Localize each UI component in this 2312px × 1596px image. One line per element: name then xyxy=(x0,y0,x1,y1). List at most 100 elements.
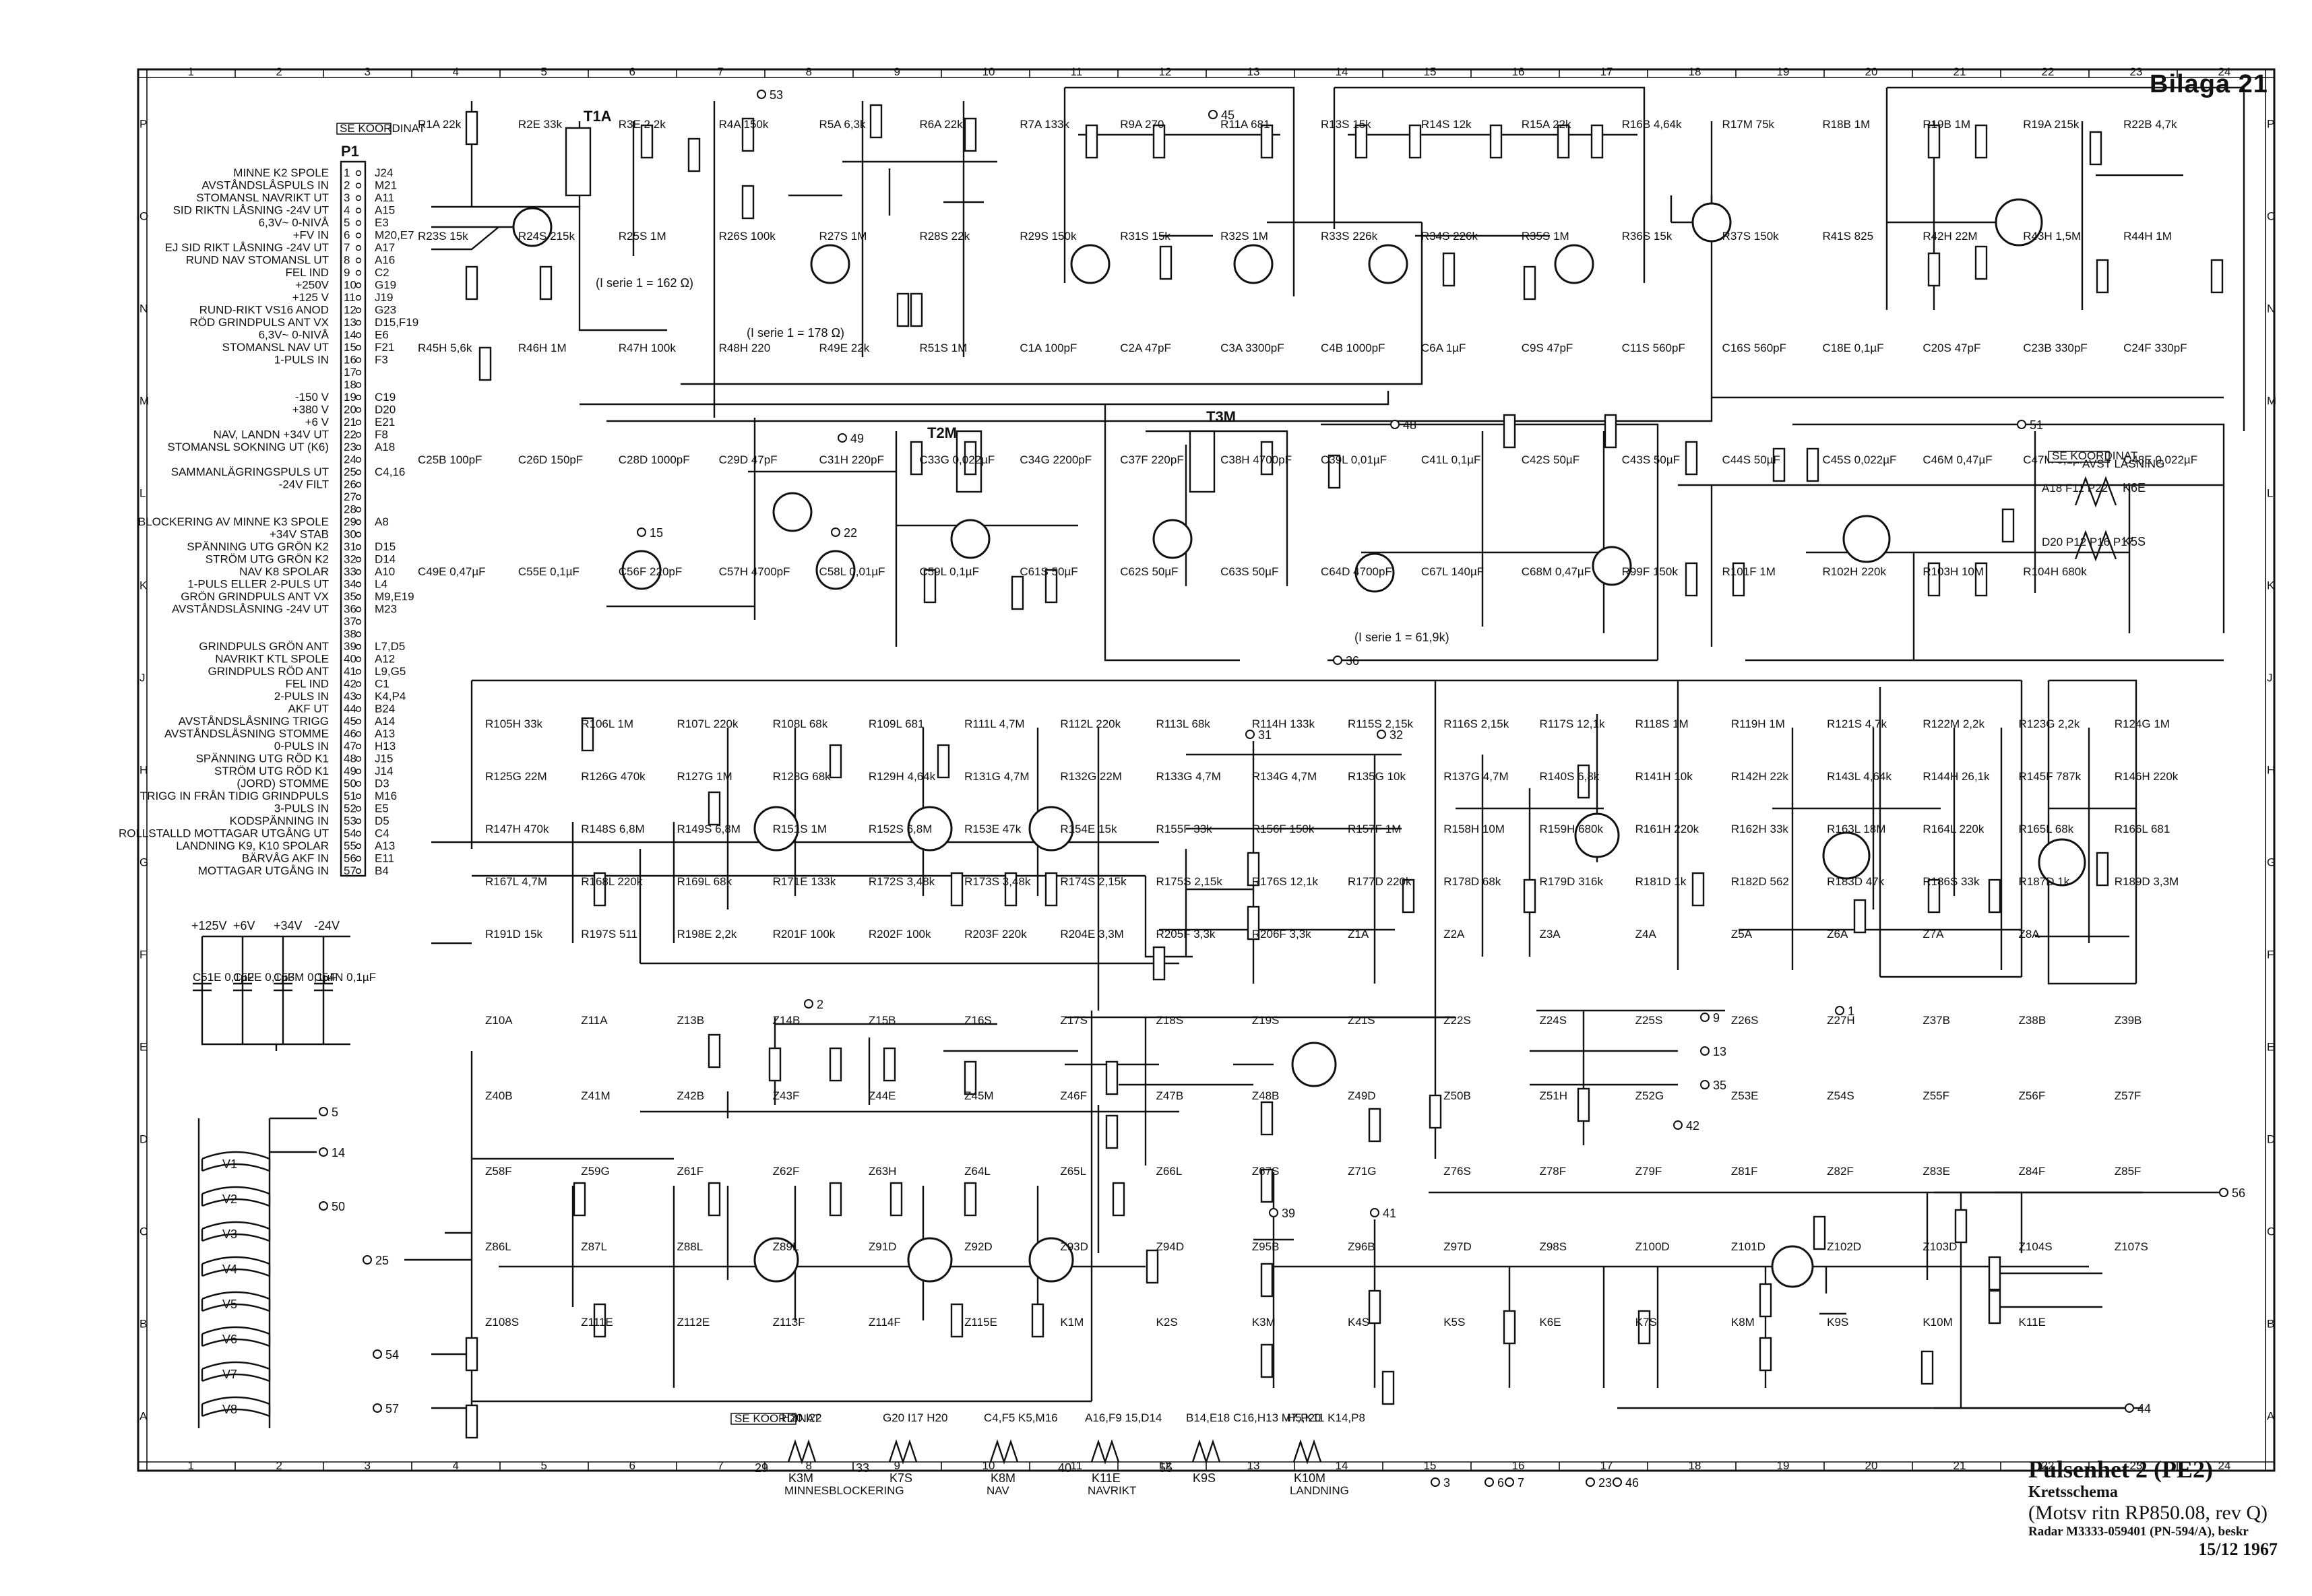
p1-pin-label: MOTTAGAR UTGÅNG IN xyxy=(198,864,329,877)
component-label: R23S 15k xyxy=(418,230,468,243)
p1-pin-coord: K4,P4 xyxy=(375,690,406,703)
p1-pin-number: 29 xyxy=(344,515,356,528)
component-label: R174S 2,15k xyxy=(1060,875,1127,888)
p1-pin-number: 51 xyxy=(344,790,356,802)
component-label: Z45M xyxy=(964,1089,993,1102)
component-label: R105H 33k xyxy=(485,717,543,730)
p1-pin-number: 54 xyxy=(344,827,356,840)
component-label: R19B 1M xyxy=(1923,118,1970,131)
terminal-label: 22 xyxy=(844,526,857,540)
component-label: Z42B xyxy=(677,1089,704,1102)
p1-pin-number: 16 xyxy=(344,354,356,366)
p1-pin-label: 6,3V~ 0-NIVÅ xyxy=(259,216,330,229)
component-label: R182D 562 xyxy=(1731,875,1789,888)
p1-pin-label: GRINDPULS RÖD ANT xyxy=(208,665,329,678)
p1-pin-number: 40 xyxy=(344,653,356,666)
p1-pin-coord: A15 xyxy=(375,204,395,217)
component-label: R125G 22M xyxy=(485,770,547,783)
component-label: R4A 150k xyxy=(719,118,769,131)
component-label: R16B 4,64k xyxy=(1622,118,1682,131)
p1-pin-number: 7 xyxy=(344,241,350,254)
p1-pin-number: 50 xyxy=(344,777,356,790)
component-label: R127G 1M xyxy=(677,770,732,783)
component-label: R191D 15k xyxy=(485,928,543,940)
component-label: C62S 50µF xyxy=(1120,565,1178,578)
p1-pin-coord: A8 xyxy=(375,515,389,528)
sheet-title: Pulsenhet 2 (PE2) xyxy=(2028,1456,2213,1483)
component-label: R132G 22M xyxy=(1060,770,1122,783)
coil-stack-label: V8 xyxy=(222,1403,237,1416)
component-label: R124G 1M xyxy=(2115,717,2170,730)
component-label: R143L 4,64k xyxy=(1827,770,1892,783)
terminal-label: 13 xyxy=(1713,1045,1726,1058)
component-label: R175S 2,15k xyxy=(1156,875,1223,888)
component-label: R25S 1M xyxy=(619,230,666,243)
p1-pin-number: 14 xyxy=(344,329,356,342)
component-label: Z58F xyxy=(485,1165,512,1178)
p1-pin-coord: L4 xyxy=(375,578,387,591)
p1-pin-number: 48 xyxy=(344,753,356,765)
series-note: (I serie 1 = 61,9k) xyxy=(1354,631,1449,644)
component-label: C25B 100pF xyxy=(418,453,482,466)
component-label: R181D 1k xyxy=(1635,875,1687,888)
component-label: Z51H xyxy=(1539,1089,1567,1102)
p1-pin-number: 24 xyxy=(344,453,356,466)
component-label: R152S 6,8M xyxy=(869,823,933,835)
component-label: Z41M xyxy=(581,1089,610,1102)
grid-column-label: 22 xyxy=(2042,65,2055,78)
p1-pin-label: RÖD GRINDPULS ANT VX xyxy=(189,316,329,329)
p1-pin-number: 10 xyxy=(344,279,356,292)
grid-row-label: F xyxy=(139,949,146,961)
rail-label: -24V xyxy=(314,919,340,932)
relay-coord: H20 I22 xyxy=(782,1411,822,1424)
component-label: R159H 680k xyxy=(1539,823,1603,835)
p1-pin-number: 8 xyxy=(344,254,350,267)
component-label: R104H 680k xyxy=(2023,565,2087,578)
p1-pin-number: 22 xyxy=(344,428,356,441)
component-label: R135G 10k xyxy=(1348,770,1406,783)
grid-column-label: 8 xyxy=(806,65,812,78)
p1-pin-label: 0-PULS IN xyxy=(274,740,329,753)
grid-column-label: 23 xyxy=(2130,65,2143,78)
component-label: Z24S xyxy=(1539,1014,1567,1027)
component-label: R178D 68k xyxy=(1443,875,1501,888)
component-label: R148S 6,8M xyxy=(581,823,645,835)
component-label: R51S 1M xyxy=(919,342,967,354)
p1-pin-number: 53 xyxy=(344,815,356,827)
grid-column-label: 15 xyxy=(1424,65,1437,78)
component-label: R101F 1M xyxy=(1722,565,1776,578)
p1-pin-coord: A13 xyxy=(375,839,395,852)
component-label: C33G 0,022µF xyxy=(919,453,995,466)
component-label: Z52G xyxy=(1635,1089,1664,1102)
grid-column-label: 20 xyxy=(1865,65,1878,78)
component-label: K9S xyxy=(1827,1316,1848,1329)
p1-pin-label: STRÖM UTG RÖD K1 xyxy=(214,765,329,777)
component-label: R179D 316k xyxy=(1539,875,1603,888)
component-label: R49E 22k xyxy=(819,342,870,354)
component-label: Z6A xyxy=(1827,928,1848,940)
component-label: R141H 10k xyxy=(1635,770,1693,783)
grid-row-label: H xyxy=(2267,764,2275,777)
grid-column-label: 10 xyxy=(982,65,995,78)
p1-pin-coord: A12 xyxy=(375,653,395,666)
p1-pin-label: 1-PULS ELLER 2-PULS UT xyxy=(187,578,329,591)
p1-pin-number: 9 xyxy=(344,266,350,279)
p1-pin-label: BÄRVÅG AKF IN xyxy=(242,852,329,865)
component-label: R202F 100k xyxy=(869,928,931,940)
component-label: Z67S xyxy=(1252,1165,1280,1178)
component-label: C63S 50µF xyxy=(1220,565,1278,578)
p1-pin-coord: A13 xyxy=(375,728,395,740)
component-label: R154E 15k xyxy=(1060,823,1117,835)
terminal-label: 3 xyxy=(1443,1476,1450,1490)
grid-column-label: 4 xyxy=(453,65,459,78)
grid-row-label: D xyxy=(139,1133,148,1146)
p1-pin-number: 4 xyxy=(344,204,350,217)
grid-column-label: 18 xyxy=(1689,65,1701,78)
component-label: R11A 681 xyxy=(1220,118,1270,131)
p1-pin-coord: D15,F19 xyxy=(375,316,418,329)
grid-column-label: 5 xyxy=(541,1459,547,1472)
component-label: R103H 10M xyxy=(1923,565,1984,578)
component-label: Z103D xyxy=(1923,1240,1957,1253)
